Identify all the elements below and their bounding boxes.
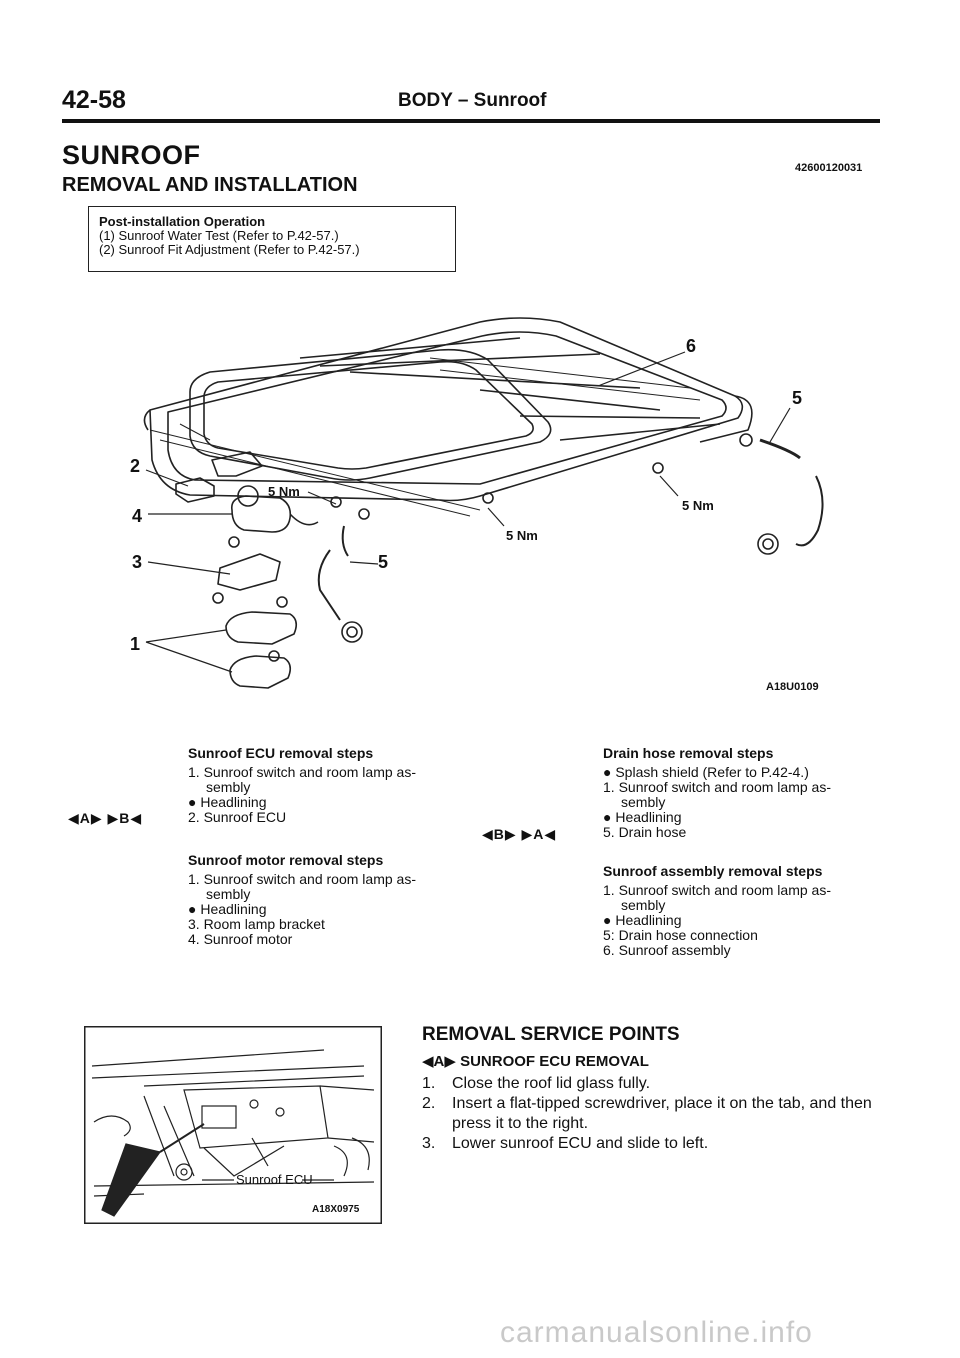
step: 4. Sunroof motor xyxy=(188,931,293,947)
header-title: BODY – Sunroof xyxy=(398,90,547,111)
callout-1: 1 xyxy=(130,634,140,654)
subsection-title: REMOVAL AND INSTALLATION xyxy=(62,174,358,196)
screwdriver xyxy=(101,1143,162,1217)
sunroof-ecu-inset: Sunroof ECU A18X0975 xyxy=(84,1026,382,1224)
section-title: SUNROOF xyxy=(62,140,201,170)
step: 1. Sunroof switch and room lamp as- xyxy=(603,882,831,898)
header-rule xyxy=(62,119,880,123)
step: sembly xyxy=(206,779,251,795)
step: 2. Sunroof ECU xyxy=(188,809,287,825)
step: 3. Room lamp bracket xyxy=(188,916,325,932)
step: 1. Sunroof switch and room lamp as- xyxy=(188,871,416,887)
watermark: carmanualsonline.info xyxy=(500,1316,813,1349)
step: 5. Drain hose xyxy=(603,824,687,840)
ecu-steps-list: 1. Sunroof switch and room lamp as- semb… xyxy=(188,765,416,825)
page-number: 42-58 xyxy=(62,86,126,114)
step: 6. Sunroof assembly xyxy=(603,942,731,958)
drain-steps-list: ● Splash shield (Refer to P.42-4.) 1. Su… xyxy=(603,765,831,840)
sunroof-switch xyxy=(175,477,215,503)
assembly-steps-list: 1. Sunroof switch and room lamp as- semb… xyxy=(603,883,831,958)
sunroof-exploded-diagram: 6 5 2 4 5 3 1 5 Nm 5 Nm 5 Nm A18U0109 xyxy=(130,317,824,693)
drain-hose-right xyxy=(759,438,801,460)
step: sembly xyxy=(621,794,666,810)
callout-6: 6 xyxy=(686,336,696,356)
figure-code: A18U0109 xyxy=(766,681,819,693)
motor-steps-list: 1. Sunroof switch and room lamp as- semb… xyxy=(188,872,416,947)
step: ● Headlining xyxy=(603,912,682,928)
room-lamp-bracket xyxy=(217,553,281,591)
service-point-markers: ◀A▶ ▶B◀ xyxy=(68,810,143,826)
inset-label: Sunroof ECU xyxy=(236,1172,313,1187)
step: 3.Lower sunroof ECU and slide to left. xyxy=(422,1135,709,1152)
document-code: 42600120031 xyxy=(795,162,863,174)
callout-3: 3 xyxy=(132,552,142,572)
torque-label: 5 Nm xyxy=(268,484,300,499)
callout-2: 2 xyxy=(130,456,140,476)
post-installation-heading: Post-installation Operation xyxy=(99,214,266,229)
sunroof-motor xyxy=(230,495,292,533)
drain-steps-title: Drain hose removal steps xyxy=(603,745,774,761)
post-installation-line: (2) Sunroof Fit Adjustment (Refer to P.4… xyxy=(99,242,360,257)
removal-service-title: REMOVAL SERVICE POINTS xyxy=(422,1024,680,1045)
step: 1.Close the roof lid glass fully. xyxy=(422,1075,651,1092)
step: ● Headlining xyxy=(603,809,682,825)
step: 1. Sunroof switch and room lamp as- xyxy=(188,764,416,780)
post-installation-line: (1) Sunroof Water Test (Refer to P.42-57… xyxy=(99,228,339,243)
step: ● Headlining xyxy=(188,794,267,810)
step: 2.Insert a flat-tipped screwdriver, plac… xyxy=(422,1095,872,1132)
removal-service-subtitle: ◀A▶ SUNROOF ECU REMOVAL xyxy=(422,1053,649,1070)
step: sembly xyxy=(621,897,666,913)
drain-hose-left xyxy=(317,549,341,621)
callout-5-right: 5 xyxy=(792,388,802,408)
post-installation-box: Post-installation Operation (1) Sunroof … xyxy=(88,206,456,272)
removal-service-steps: 1.Close the roof lid glass fully. 2.Inse… xyxy=(422,1074,882,1154)
inset-figure-code: A18X0975 xyxy=(312,1204,360,1215)
step: 5: Drain hose connection xyxy=(603,927,758,943)
step: sembly xyxy=(206,886,251,902)
switch-and-room-lamp xyxy=(225,611,298,645)
torque-label: 5 Nm xyxy=(506,528,538,543)
callout-5-left: 5 xyxy=(378,552,388,572)
ecu-steps-title: Sunroof ECU removal steps xyxy=(188,745,374,761)
assembly-steps-title: Sunroof assembly removal steps xyxy=(603,863,823,879)
step: 1. Sunroof switch and room lamp as- xyxy=(603,779,831,795)
step: ● Splash shield (Refer to P.42-4.) xyxy=(603,764,809,780)
callout-4: 4 xyxy=(132,506,142,526)
motor-steps-title: Sunroof motor removal steps xyxy=(188,852,384,868)
torque-label: 5 Nm xyxy=(682,498,714,513)
step: ● Headlining xyxy=(188,901,267,917)
service-point-markers: ◀B▶ ▶A◀ xyxy=(482,826,557,842)
sunroof-glass xyxy=(189,348,552,481)
